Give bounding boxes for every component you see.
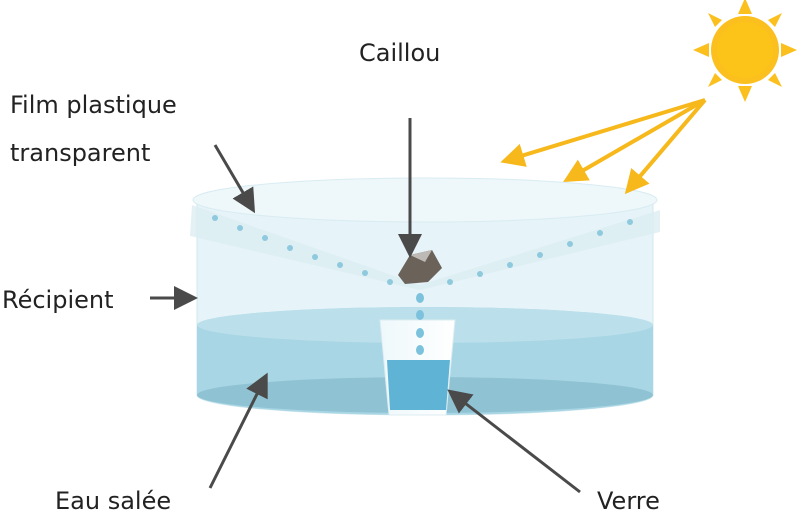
salt-water-pointer <box>208 372 268 489</box>
plastic-film <box>190 177 660 290</box>
label-glass: Verre <box>597 487 660 515</box>
sunlight-arrows <box>500 98 707 195</box>
label-pebble: Caillou <box>359 39 441 67</box>
pebble <box>398 250 442 284</box>
label-container: Récipient <box>2 286 114 314</box>
glass-water <box>387 360 450 410</box>
label-film-line1: Film plastique <box>10 91 177 119</box>
label-film-line2: transparent <box>10 139 151 167</box>
film-pointer <box>213 144 256 214</box>
sun-icon <box>693 0 797 102</box>
water-drops <box>416 293 424 355</box>
glass <box>379 319 456 416</box>
glass-pointer <box>447 389 581 494</box>
label-salt-water: Eau salée <box>55 487 172 515</box>
